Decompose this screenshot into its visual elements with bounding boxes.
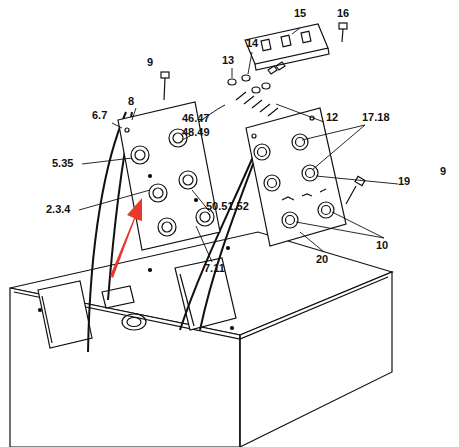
callout-number: 20 [316,254,328,265]
callout-number: 7.11 [204,263,225,274]
callout-number: 19 [398,176,410,187]
leader-lines [79,28,398,262]
callout-number: 10 [376,240,388,251]
callout-number: 5.35 [52,158,73,169]
callout-number: 50.51.52 [206,201,249,212]
callout-number: 9 [440,166,446,177]
callout-number: 13 [222,55,234,66]
left-control-panel [118,102,220,250]
callout-number: 15 [294,8,306,19]
screws [161,23,365,204]
callout-number: 9 [147,57,153,68]
callout-number: 12 [326,112,338,123]
callout-number: 6.7 [92,110,107,121]
switch-box [245,24,329,70]
console-housing [10,232,392,447]
red-arrow [110,198,142,278]
callout-number: 14 [246,38,258,49]
connectors [228,62,285,116]
callout-number: 17.18 [362,112,390,123]
right-control-panel [246,108,346,246]
callout-number: 8 [128,96,134,107]
callout-number: 48.49 [182,127,210,138]
callout-number: 2.3.4 [46,204,70,215]
knobs [131,129,214,236]
callout-number: 16 [337,8,349,19]
callout-number: 46.47 [182,113,210,124]
